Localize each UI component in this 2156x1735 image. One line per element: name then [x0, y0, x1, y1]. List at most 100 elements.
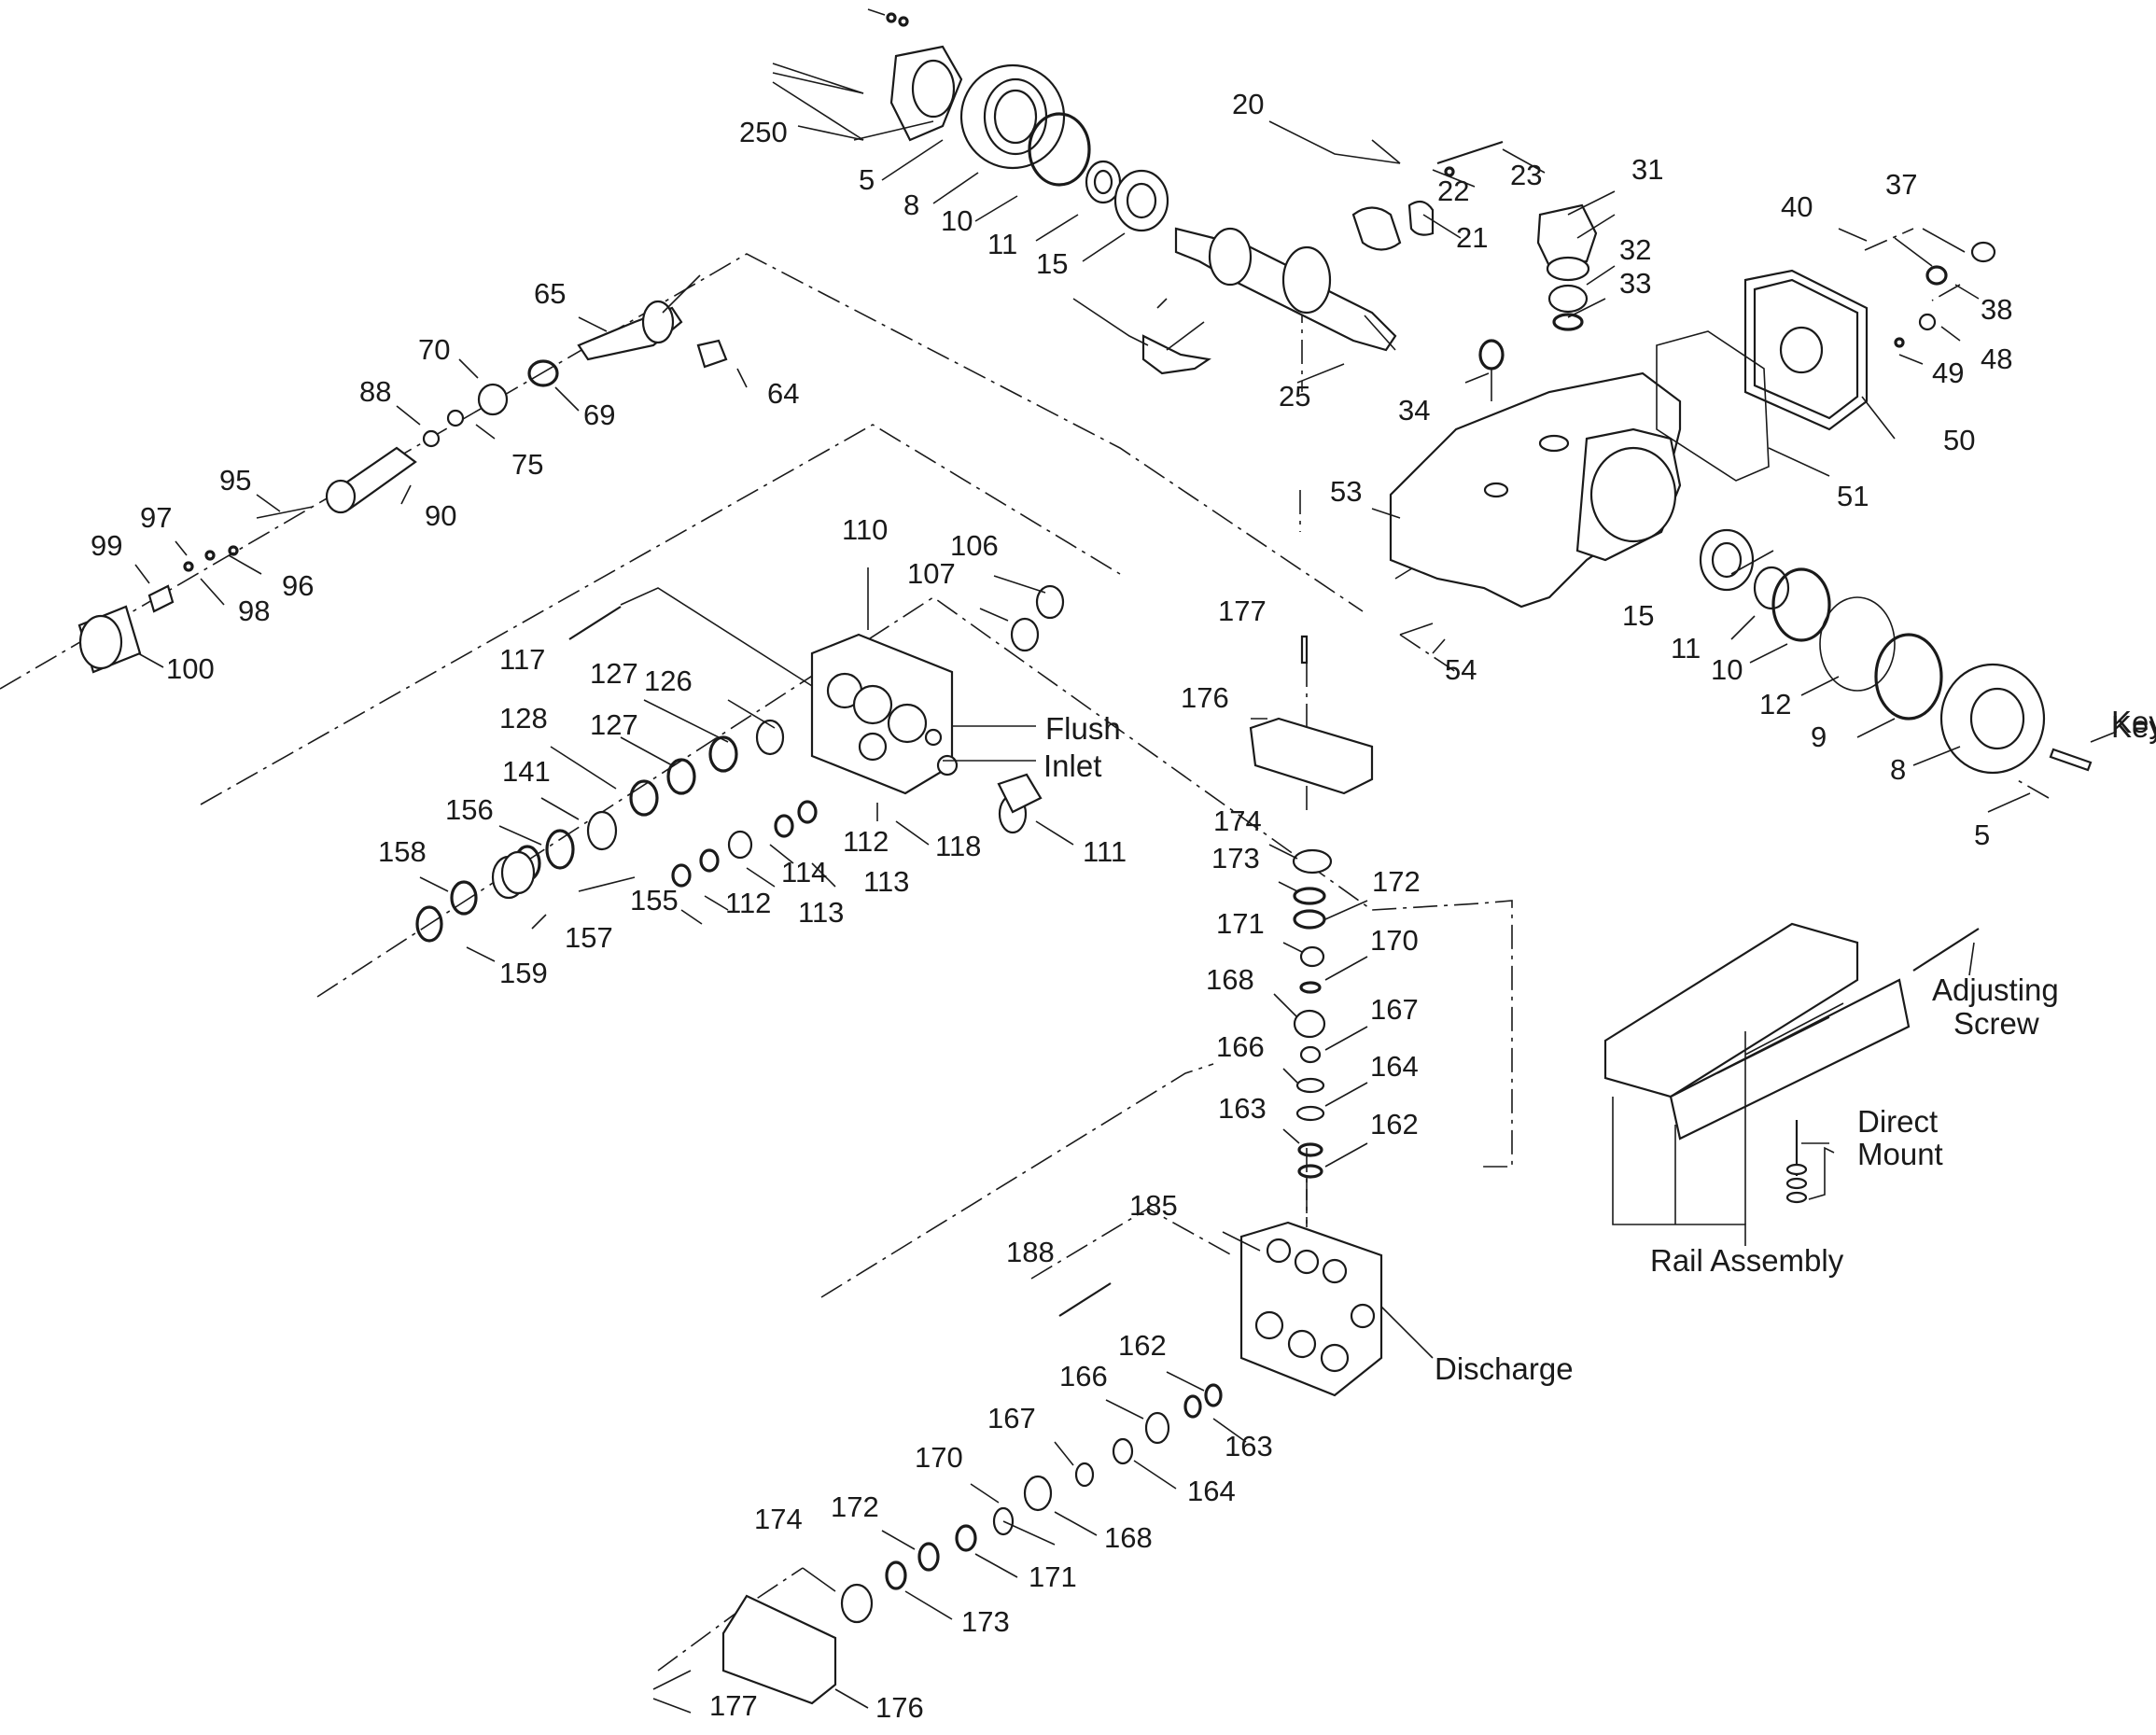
part-number-label: 112: [725, 887, 771, 919]
part-number-label: 97: [140, 501, 172, 534]
part-number-label: 156: [445, 793, 494, 826]
part-number-label: 162: [1370, 1108, 1419, 1140]
part-number-label: 65: [534, 277, 566, 310]
part-number-label: 166: [1216, 1030, 1265, 1063]
part-number-label: 50: [1943, 424, 1975, 456]
part-number-label: 157: [565, 921, 613, 954]
part-number-label: 176: [1181, 681, 1229, 714]
part-number-label: 114: [781, 856, 827, 888]
part-number-label: 159: [499, 957, 548, 989]
part-number-label: 168: [1206, 963, 1254, 996]
part-number-label: 141: [502, 755, 551, 788]
part-number-label: 11: [1671, 632, 1701, 665]
part-number-label: 90: [425, 499, 456, 532]
part-number-label: 174: [1213, 805, 1262, 837]
part-number-label: 9: [1811, 721, 1827, 753]
part-number-label: 127: [590, 657, 638, 690]
part-number-label: 100: [166, 652, 215, 685]
part-number-label: 40: [1781, 190, 1813, 223]
part-number-label: 22: [1437, 175, 1469, 207]
part-number-label: 5: [859, 163, 875, 196]
part-number-label: 171: [1029, 1560, 1077, 1593]
direct-mount-label-line1: Direct: [1857, 1104, 1938, 1139]
part-number-label: 112: [843, 825, 889, 858]
part-number-label: 37: [1885, 168, 1917, 201]
part-number-label: 188: [1006, 1236, 1055, 1268]
part-number-label: 20: [1232, 88, 1264, 120]
part-number-label: 88: [359, 375, 391, 408]
part-number-label: 25: [1279, 380, 1310, 413]
part-number-label: 113: [798, 896, 844, 929]
part-number-label: 167: [987, 1402, 1036, 1434]
part-number-label: 185: [1129, 1189, 1178, 1222]
direct-mount-label-line2: Mount: [1857, 1137, 1943, 1171]
part-number-label: 11: [987, 228, 1017, 260]
part-number-label: 33: [1619, 267, 1651, 300]
part-number-label: 107: [907, 557, 956, 590]
part-number-label: 163: [1218, 1092, 1267, 1125]
part-number-label: 69: [583, 399, 615, 431]
part-number-label: 96: [282, 569, 314, 602]
part-number-label: 70: [418, 333, 450, 366]
part-number-label: 113: [863, 865, 909, 898]
part-number-label: 158: [378, 835, 427, 868]
callouts: Flush Inlet Discharge Key Adjusting Scre…: [1043, 709, 2156, 1386]
part-number-label: 173: [961, 1605, 1010, 1638]
part-number-label: 64: [767, 377, 799, 410]
part-number-label: 10: [941, 204, 973, 237]
part-number-label: 128: [499, 702, 548, 735]
part-number-label: 163: [1225, 1430, 1273, 1462]
part-number-label: 106: [950, 529, 999, 562]
part-number-label: 250: [739, 116, 788, 148]
part-number-label: 31: [1631, 153, 1663, 186]
part-number-label: 38: [1981, 293, 2012, 326]
part-number-label: 32: [1619, 233, 1651, 266]
flush-label: Flush: [1045, 711, 1121, 746]
part-number-label: 75: [511, 448, 543, 481]
part-number-label: 23: [1510, 159, 1542, 191]
part-number-label: 170: [915, 1441, 963, 1474]
adjusting-screw-label-line1: Adjusting: [1932, 972, 2059, 1007]
part-drawings: [77, 8, 2093, 1705]
part-number-label: 12: [1759, 688, 1791, 721]
discharge-label: Discharge: [1435, 1351, 1574, 1386]
part-number-label: 126: [644, 665, 693, 697]
part-number-label: 172: [1372, 865, 1421, 898]
part-number-label: 166: [1059, 1360, 1108, 1392]
part-number-label: 98: [238, 595, 270, 627]
part-number-label: 8: [1890, 753, 1906, 786]
part-number-label: 99: [91, 529, 122, 562]
part-number-label: 118: [935, 830, 981, 862]
part-number-label: 110: [842, 513, 888, 546]
inlet-label: Inlet: [1043, 749, 1101, 783]
part-number-label: 10: [1711, 653, 1743, 686]
rail-assembly-label: Rail Assembly: [1650, 1243, 1844, 1278]
part-number-label: 53: [1330, 475, 1362, 508]
part-number-label: 164: [1187, 1475, 1236, 1507]
part-number-label: 174: [754, 1503, 803, 1535]
part-number-label: 34: [1398, 394, 1430, 427]
part-number-label: 172: [831, 1490, 879, 1523]
part-number-label: 167: [1370, 993, 1419, 1026]
part-number-label: 5: [1974, 819, 1990, 851]
assembly-guide-lines: [0, 228, 2050, 1672]
part-number-label: 155: [630, 884, 679, 916]
part-number-label: Key: [2111, 705, 2156, 739]
part-number-label: 95: [219, 464, 251, 497]
part-number-label: 164: [1370, 1050, 1419, 1083]
part-number-label: 117: [499, 643, 545, 676]
part-number-label: 127: [590, 708, 638, 741]
part-number-label: 176: [875, 1691, 924, 1724]
adjusting-screw-label-line2: Screw: [1953, 1006, 2039, 1041]
part-number-label: 48: [1981, 343, 2012, 375]
part-number-label: 49: [1932, 357, 1964, 389]
part-number-label: 171: [1216, 907, 1265, 940]
part-number-label: 54: [1445, 653, 1477, 686]
part-number-label: 111: [1083, 835, 1127, 868]
part-number-label: 21: [1456, 221, 1488, 254]
part-number-label: 8: [903, 189, 919, 221]
part-number-label: 15: [1036, 247, 1068, 280]
leader-lines: [134, 63, 2115, 1714]
